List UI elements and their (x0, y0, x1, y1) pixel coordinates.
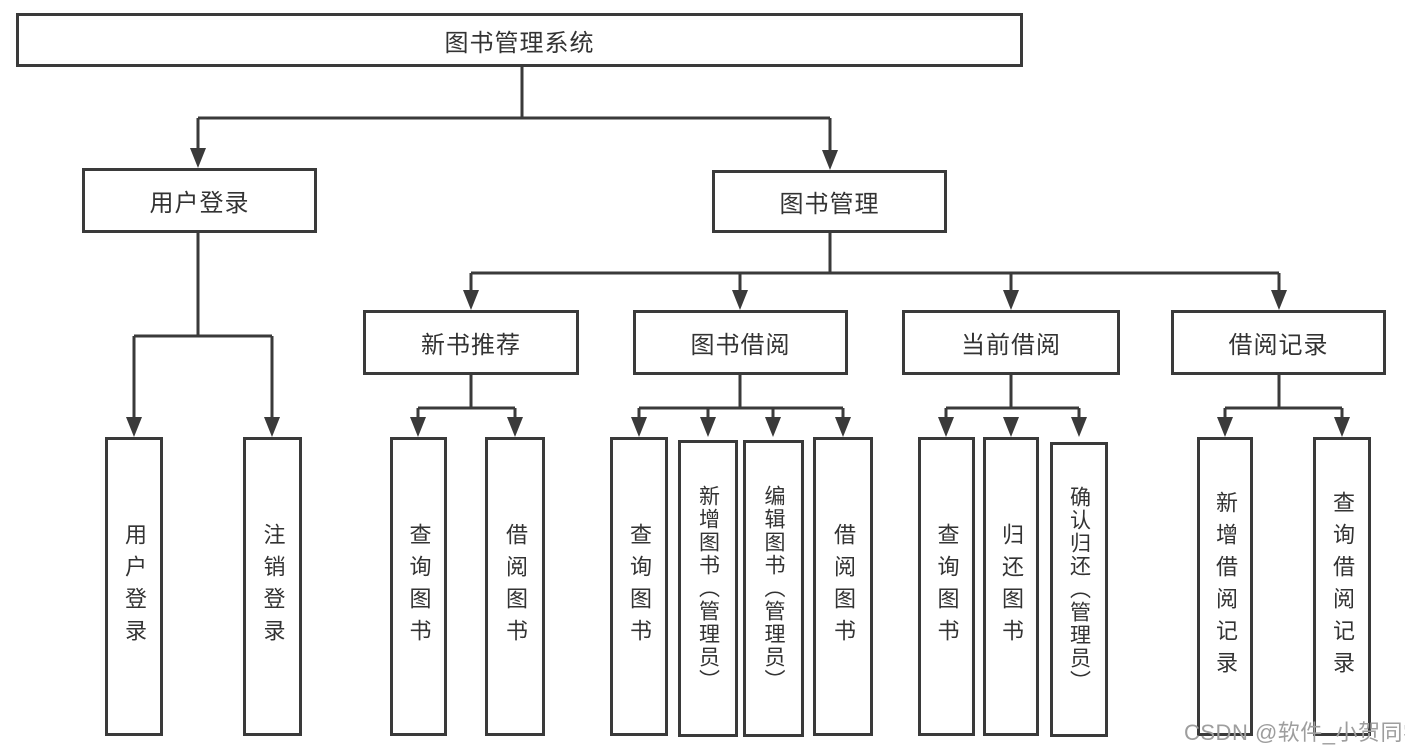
node-current-borrow: 当前借阅 (902, 310, 1120, 375)
leaf-return-book: 归还图书 (983, 437, 1039, 736)
leaf-confirm-return-admin: 确认归还（管理员） (1050, 442, 1108, 737)
leaf-edit-book-admin-label: 编辑图书（管理员） (762, 485, 785, 692)
leaf-user-login-label: 用户登录 (122, 522, 147, 651)
leaf-logout-login-label: 注销登录 (260, 522, 286, 651)
leaf-borrow-book-label: 借阅图书 (831, 522, 856, 651)
leaf-borrow-book-recommend-label: 借阅图书 (503, 522, 528, 651)
leaf-confirm-return-admin-label: 确认归还（管理员） (1067, 486, 1091, 693)
leaf-query-book-current: 查询图书 (918, 437, 975, 736)
leaf-add-borrow-record: 新增借阅记录 (1197, 437, 1253, 736)
node-root: 图书管理系统 (16, 13, 1023, 67)
leaf-add-book-admin: 新增图书（管理员） (678, 440, 738, 737)
leaf-query-book-current-label: 查询图书 (934, 522, 960, 651)
node-book-borrow: 图书借阅 (633, 310, 848, 375)
leaf-return-book-label: 归还图书 (999, 522, 1024, 651)
leaf-query-book-recommend: 查询图书 (390, 437, 447, 736)
leaf-edit-book-admin: 编辑图书（管理员） (743, 440, 804, 737)
leaf-query-book-borrow-label: 查询图书 (627, 522, 652, 651)
leaf-query-book-recommend-label: 查询图书 (406, 522, 432, 651)
leaf-query-borrow-record: 查询借阅记录 (1313, 437, 1371, 736)
arrowheads (126, 148, 1350, 437)
node-borrow-records: 借阅记录 (1171, 310, 1386, 375)
leaf-logout-login: 注销登录 (243, 437, 302, 736)
leaf-query-borrow-record-label: 查询借阅记录 (1330, 490, 1355, 683)
node-new-book-recommend: 新书推荐 (363, 310, 579, 375)
leaf-add-book-admin-label: 新增图书（管理员） (696, 485, 720, 692)
leaf-user-login: 用户登录 (105, 437, 163, 736)
leaf-borrow-book: 借阅图书 (813, 437, 873, 736)
node-user-login: 用户登录 (82, 168, 317, 233)
leaf-add-borrow-record-label: 新增借阅记录 (1213, 490, 1238, 683)
watermark-text: CSDN @软件_小贺同学 (1184, 720, 1405, 745)
node-book-management: 图书管理 (712, 170, 947, 233)
leaf-query-book-borrow: 查询图书 (610, 437, 668, 736)
leaf-borrow-book-recommend: 借阅图书 (485, 437, 545, 736)
